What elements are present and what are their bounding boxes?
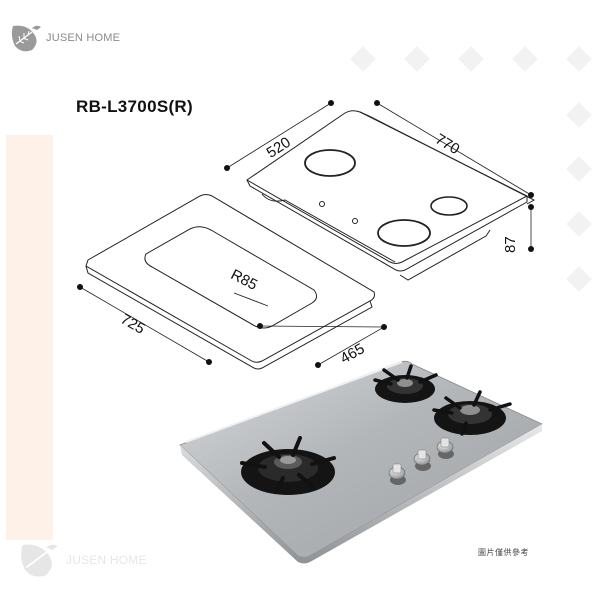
left-burner <box>240 436 336 495</box>
brand-name: JUSEN HOME <box>46 32 121 44</box>
bird-leaf-icon <box>11 25 41 52</box>
height-dimension-label: 87 <box>502 236 519 253</box>
cooktop-outline-drawing <box>246 110 536 281</box>
cutout-width-label: 725 <box>118 311 148 338</box>
knob-icon <box>388 463 406 485</box>
control-knobs <box>388 437 454 485</box>
cooktop-product-image <box>179 360 543 564</box>
right-burner <box>432 390 512 436</box>
decorative-diamonds <box>350 46 592 292</box>
knob-icon <box>436 437 454 459</box>
model-number: RB-L3700S(R) <box>76 97 193 116</box>
watermark-brand-name: JUSEN HOME <box>66 553 147 567</box>
side-accent-stripe <box>6 135 53 540</box>
dimension-lines-top <box>224 100 534 252</box>
cutout-depth-label: 465 <box>337 340 367 367</box>
brand-logo: JUSEN HOME <box>10 22 120 54</box>
dimension-lines-cutout <box>77 284 387 368</box>
cutout-outline-drawing <box>85 194 375 370</box>
knob-icon <box>413 449 431 471</box>
brand-watermark: JUSEN HOME <box>18 540 147 580</box>
reference-disclaimer: 圖片僅供參考 <box>478 548 529 557</box>
back-burner <box>373 364 438 403</box>
bird-leaf-icon <box>21 544 58 577</box>
